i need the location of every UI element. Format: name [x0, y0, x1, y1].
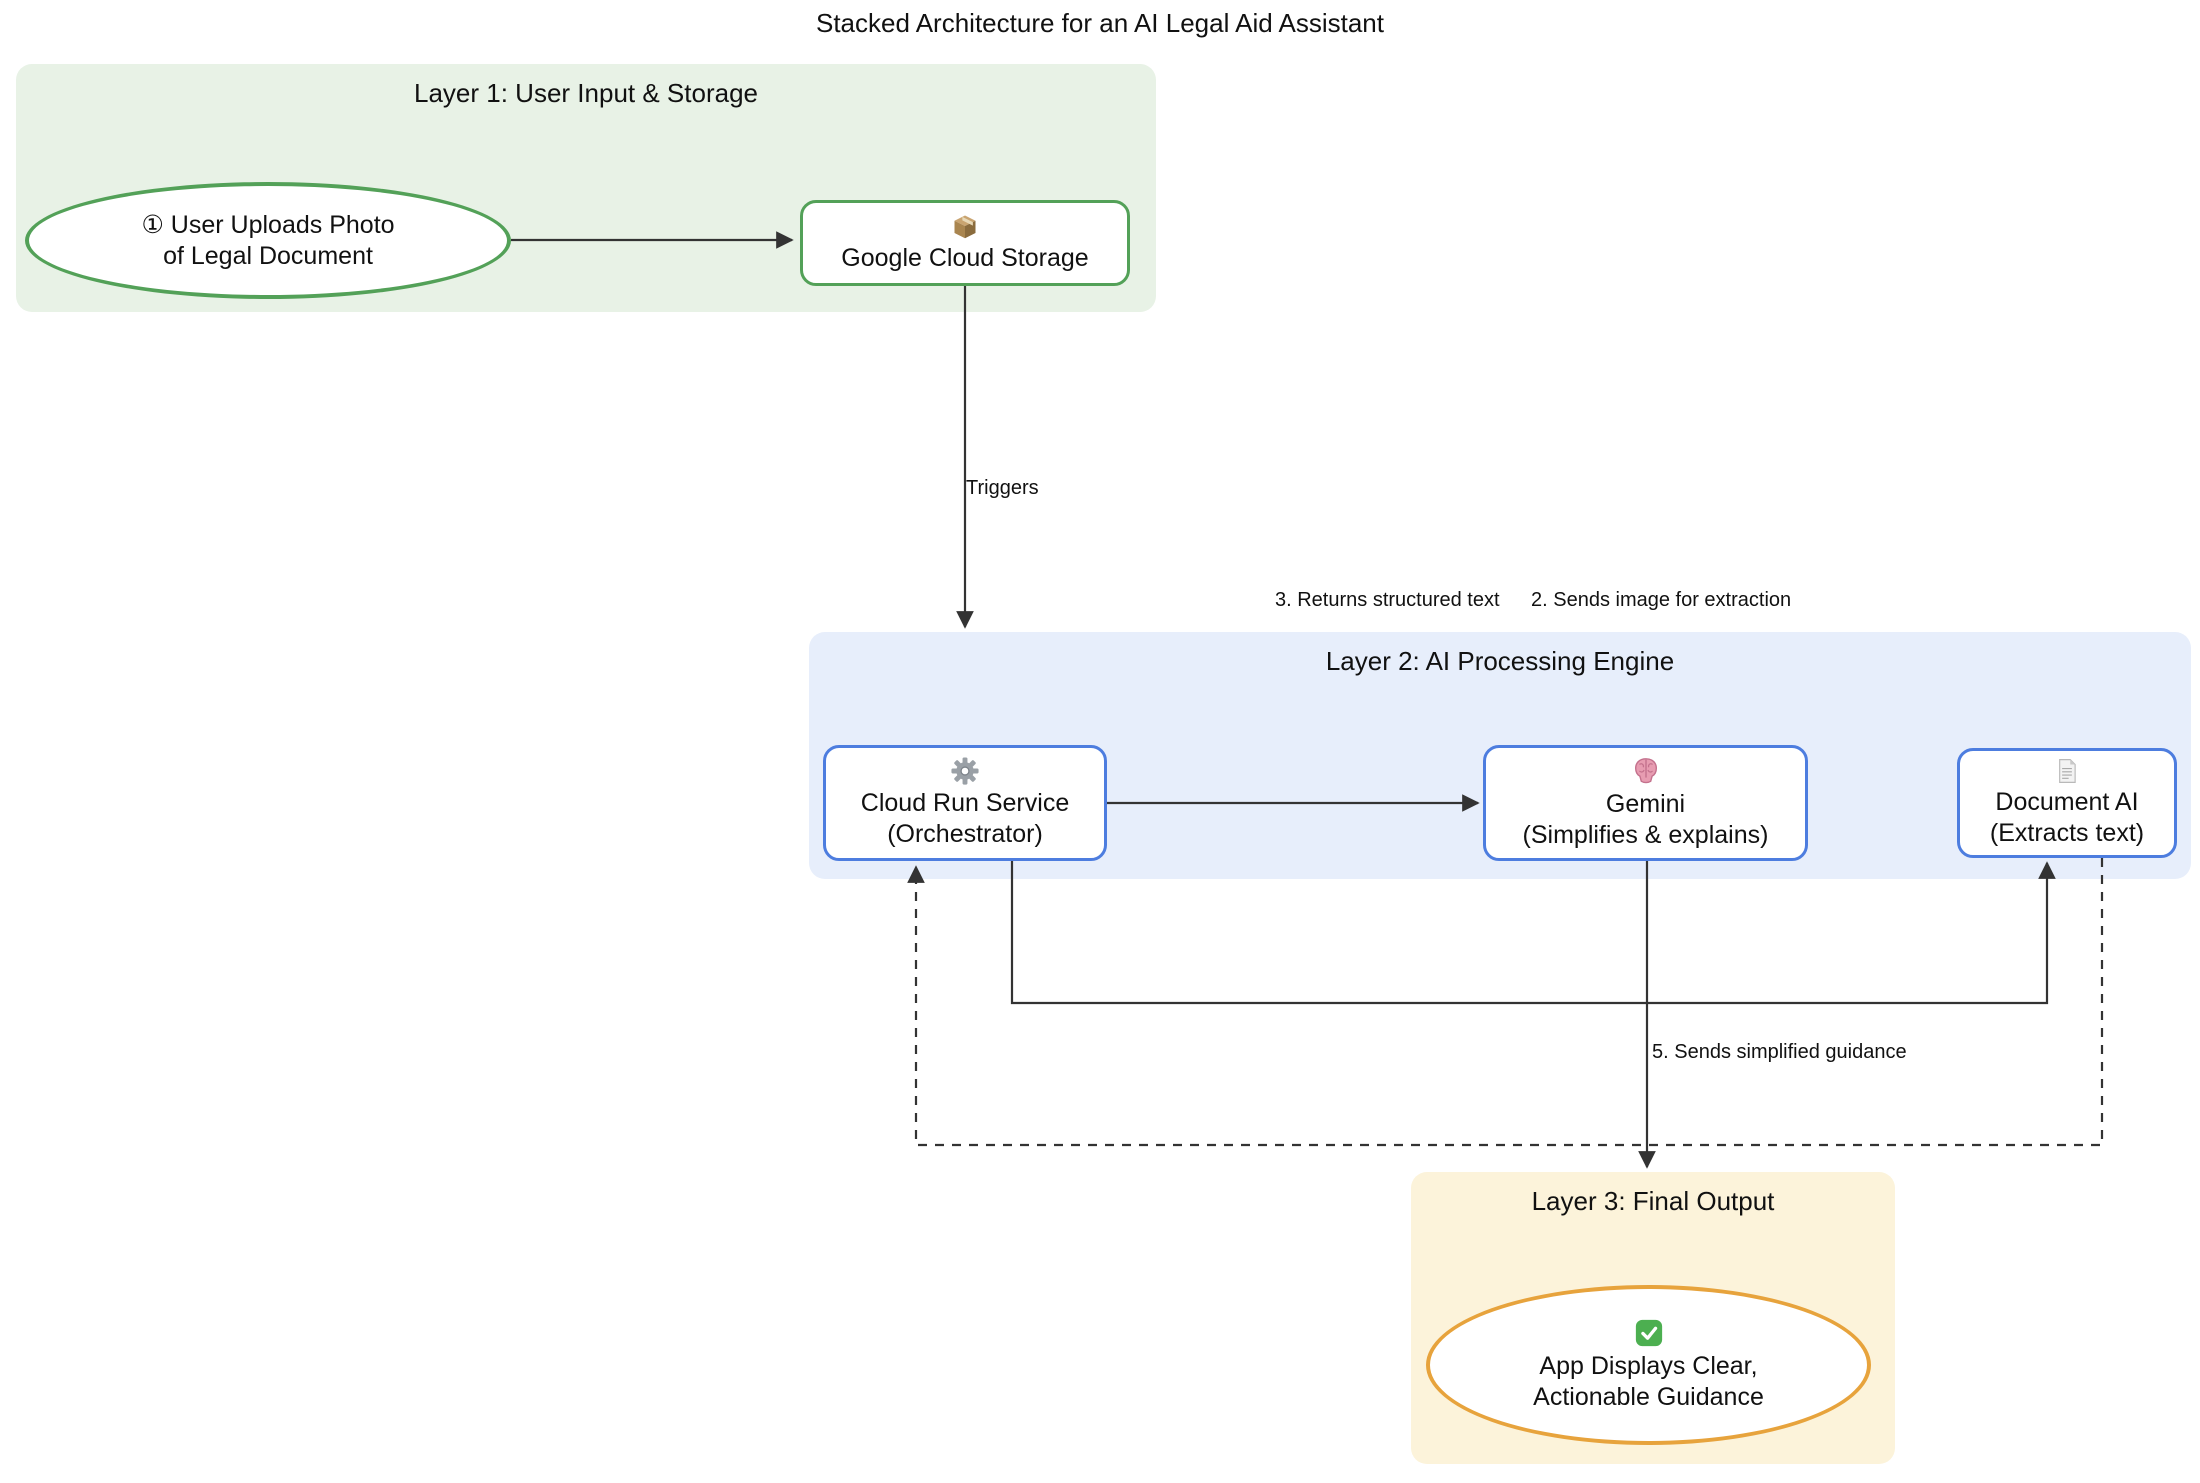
- layer-2-title: Layer 2: AI Processing Engine: [1325, 646, 1675, 676]
- node-user-upload-label: ① User Uploads Photo of Legal Document: [141, 210, 395, 270]
- brain-icon: [1631, 756, 1661, 786]
- gear-icon: [951, 756, 979, 785]
- edge-label-sends-image: 2. Sends image for extraction: [1531, 589, 1792, 611]
- node-google-cloud-storage: Google Cloud Storage: [800, 200, 1130, 286]
- node-gemini-label: Gemini (Simplifies & explains): [1522, 789, 1769, 849]
- node-gemini: Gemini (Simplifies & explains): [1483, 745, 1808, 861]
- node-cloud-run-service: Cloud Run Service (Orchestrator): [823, 745, 1107, 861]
- edge-cloudrun-to-docai-sends-image: [1010, 861, 2056, 1005]
- node-docai-label: Document AI (Extracts text): [1989, 787, 2145, 847]
- node-document-ai: Document AI (Extracts text): [1957, 748, 2177, 858]
- node-app-output: App Displays Clear, Actionable Guidance: [1426, 1285, 1871, 1445]
- check-icon: [1634, 1318, 1664, 1348]
- document-icon: [2054, 758, 2080, 784]
- node-cloudrun-label: Cloud Run Service (Orchestrator): [860, 788, 1070, 848]
- edge-docai-to-cloudrun-returns: [907, 858, 2104, 1147]
- layer-3-title: Layer 3: Final Output: [1531, 1186, 1775, 1216]
- layer-1-title: Layer 1: User Input & Storage: [414, 78, 758, 108]
- node-output-label: App Displays Clear, Actionable Guidance: [1533, 1351, 1764, 1411]
- edge-label-triggers: Triggers: [966, 477, 1039, 499]
- package-icon: [951, 212, 979, 240]
- node-user-upload: ① User Uploads Photo of Legal Document: [25, 182, 511, 299]
- node-gcs-label: Google Cloud Storage: [841, 244, 1089, 272]
- diagram-title: Stacked Architecture for an AI Legal Aid…: [815, 8, 1384, 38]
- edge-label-sends-guidance: 5. Sends simplified guidance: [1652, 1041, 1907, 1063]
- edge-label-returns-structured-text: 3. Returns structured text: [1275, 589, 1500, 611]
